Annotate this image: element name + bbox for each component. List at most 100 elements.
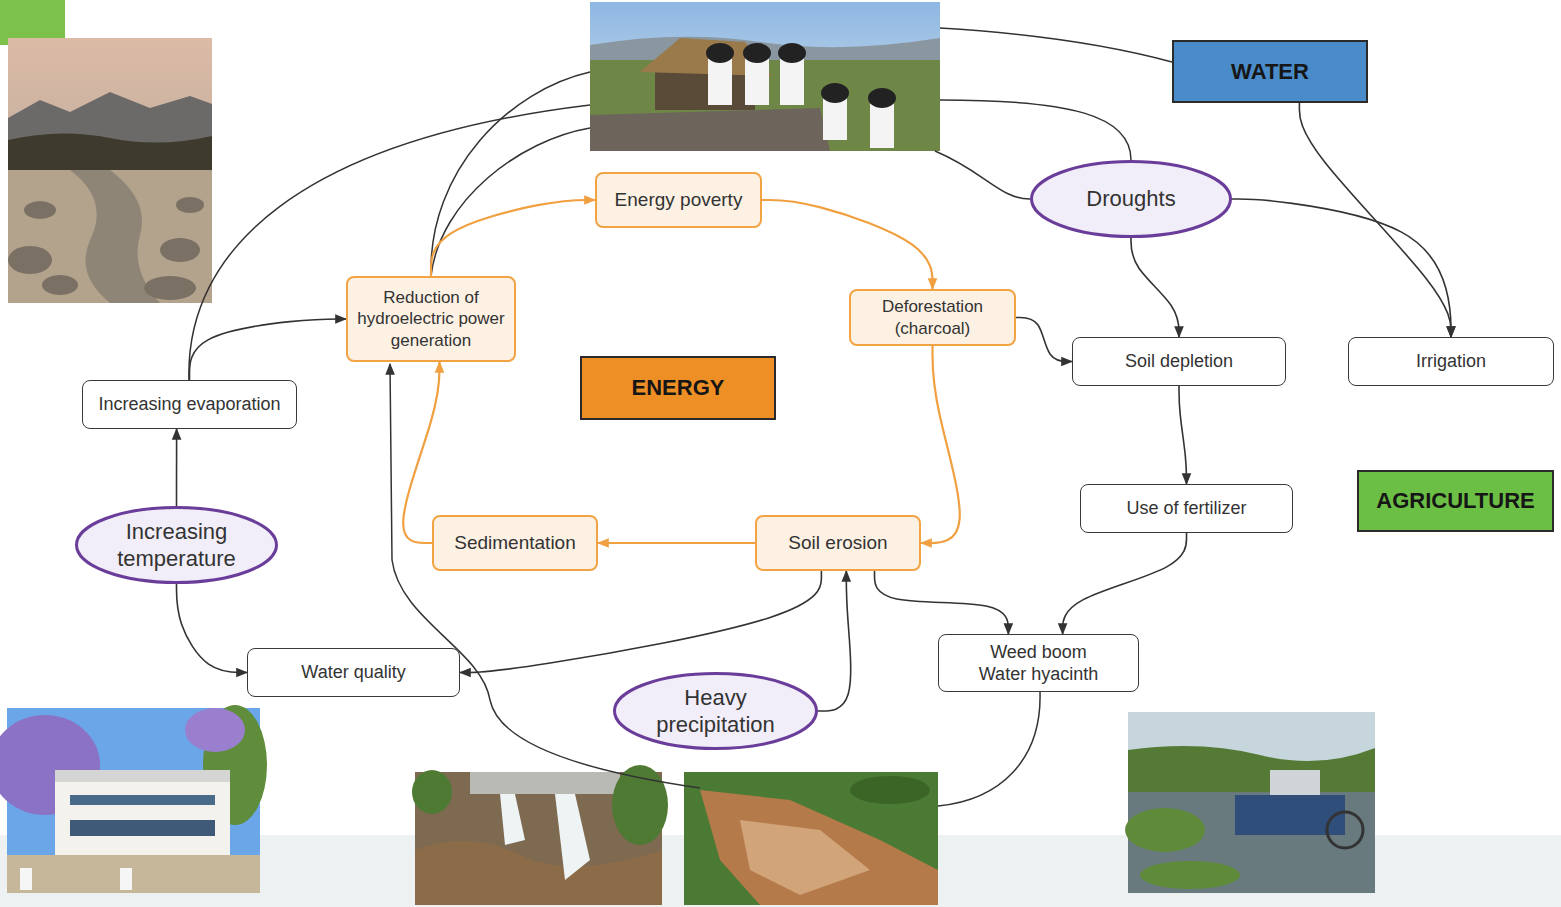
photo-rock bbox=[160, 238, 200, 262]
photo-trees bbox=[8, 133, 212, 175]
process-box: Increasing evaporation bbox=[82, 380, 297, 429]
leader-lines bbox=[189, 28, 1172, 806]
node-text: ENERGY bbox=[632, 374, 725, 402]
hazard-ellipse: Increasing temperature bbox=[75, 506, 278, 584]
photo-post bbox=[120, 868, 132, 890]
node-text: Deforestation (charcoal) bbox=[857, 296, 1008, 339]
node-text: Heavy precipitation bbox=[637, 684, 794, 739]
node-text: Soil erosion bbox=[788, 531, 887, 555]
sector-label: ENERGY bbox=[580, 356, 776, 420]
hyacinth-photo bbox=[1125, 712, 1375, 893]
charcoal-top bbox=[743, 43, 771, 63]
energy-box: Sedimentation bbox=[432, 515, 598, 571]
photo-post bbox=[20, 868, 32, 890]
photo-sky bbox=[1128, 712, 1375, 893]
landslide-photo bbox=[684, 772, 938, 905]
photo-hut bbox=[655, 70, 755, 110]
photo-mud bbox=[700, 790, 938, 905]
connector-arrow bbox=[762, 200, 933, 289]
photo-roof bbox=[55, 770, 230, 782]
charcoal-top bbox=[821, 83, 849, 103]
ellipse-outline bbox=[615, 674, 817, 749]
photo-hyacinth bbox=[1125, 808, 1205, 852]
process-box: Soil depletion bbox=[1072, 337, 1286, 386]
connector-arrow bbox=[1179, 386, 1187, 484]
photo-rock bbox=[8, 246, 52, 274]
charcoal-top bbox=[868, 88, 896, 108]
photo-tree bbox=[612, 765, 668, 845]
building-photo bbox=[0, 705, 267, 893]
node-text: Increasing evaporation bbox=[98, 393, 280, 416]
process-box: Weed boomWater hyacinth bbox=[938, 634, 1139, 692]
node-text: Soil depletion bbox=[1125, 350, 1233, 373]
connector-arrow bbox=[1016, 318, 1072, 362]
node-text: Irrigation bbox=[1416, 350, 1486, 373]
process-box: Use of fertilizer bbox=[1080, 484, 1293, 533]
leader-line bbox=[935, 151, 1030, 199]
ellipse-outline bbox=[75, 506, 278, 584]
leader-line bbox=[940, 100, 1131, 160]
node-text: AGRICULTURE bbox=[1376, 487, 1534, 515]
hazard-ellipse: Heavy precipitation bbox=[613, 672, 818, 750]
process-box: Water quality bbox=[247, 648, 460, 697]
photo-tree bbox=[412, 770, 452, 814]
connector-arrow bbox=[460, 571, 821, 673]
node-text: Use of fertilizer bbox=[1126, 497, 1246, 520]
waterfall-photo bbox=[412, 765, 668, 905]
connector-arrow bbox=[177, 583, 248, 673]
leader-line bbox=[938, 692, 1040, 806]
node-text: WATER bbox=[1231, 58, 1309, 86]
charcoal-photo bbox=[590, 2, 940, 151]
ellipse-outline bbox=[1032, 162, 1231, 237]
connector-arrow bbox=[875, 571, 1009, 634]
photo-ground bbox=[7, 855, 260, 893]
photo-hyacinth bbox=[1140, 861, 1240, 889]
connector-arrow bbox=[190, 319, 347, 380]
photo-tree bbox=[850, 776, 930, 804]
photo-rock bbox=[415, 841, 662, 905]
node-text: Sedimentation bbox=[454, 531, 575, 555]
hazard-ellipse: Droughts bbox=[1030, 160, 1232, 238]
sector-label: WATER bbox=[1172, 40, 1368, 103]
photo-bank bbox=[1128, 746, 1375, 800]
node-text: Water hyacinth bbox=[979, 663, 1098, 686]
charcoal-top bbox=[778, 43, 806, 63]
node-text: Droughts bbox=[1086, 185, 1175, 213]
photo-waterfall bbox=[500, 794, 525, 845]
photo-rock bbox=[176, 197, 204, 213]
leader-line bbox=[940, 28, 1172, 62]
energy-box: Soil erosion bbox=[755, 515, 921, 571]
photo-mud bbox=[740, 820, 870, 895]
photo-waterfall bbox=[555, 794, 590, 880]
connector-arrow bbox=[176, 429, 178, 508]
photo-windows bbox=[70, 820, 215, 836]
photo-wheel bbox=[1327, 812, 1363, 848]
ellipse-outline bbox=[77, 508, 277, 583]
photo-rock bbox=[24, 201, 56, 219]
leader-line bbox=[189, 105, 590, 380]
photo-sky bbox=[8, 38, 212, 303]
connector-arrow bbox=[1131, 237, 1179, 338]
energy-box: Energy poverty bbox=[595, 172, 762, 228]
river-photo bbox=[8, 38, 212, 303]
connector-arrow bbox=[431, 200, 595, 276]
connector-arrow bbox=[1063, 533, 1187, 634]
charcoal-top bbox=[706, 43, 734, 63]
energy-box: Deforestation (charcoal) bbox=[849, 289, 1016, 346]
node-text: Reduction of hydroelectric power generat… bbox=[354, 287, 508, 351]
node-text: Increasing temperature bbox=[99, 518, 254, 573]
connector-arrow bbox=[921, 346, 960, 543]
photo-riverbed bbox=[8, 170, 212, 303]
connector-arrow bbox=[598, 542, 755, 544]
photo-dam bbox=[470, 772, 620, 794]
photo-building bbox=[55, 770, 230, 855]
node-text: Energy poverty bbox=[615, 188, 743, 212]
connector-arrow bbox=[817, 571, 851, 711]
photo-wall bbox=[590, 108, 830, 151]
photo-forest bbox=[684, 772, 938, 905]
process-box: Irrigation bbox=[1348, 337, 1554, 386]
photo-rock bbox=[42, 275, 78, 295]
